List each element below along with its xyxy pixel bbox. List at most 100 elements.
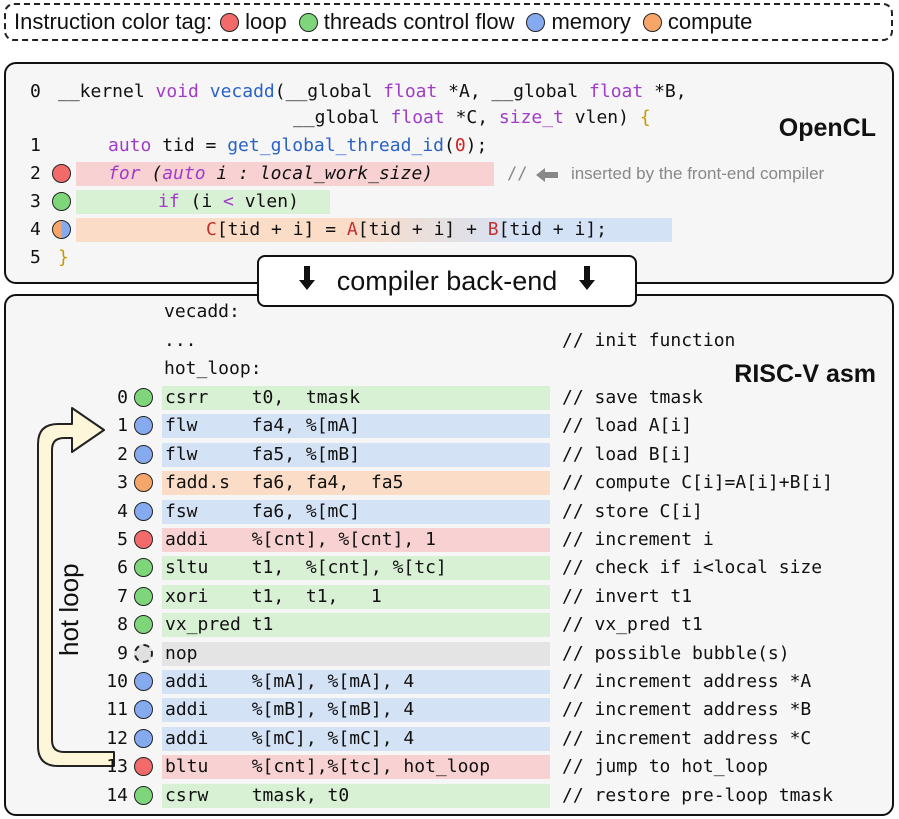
asm-instruction: addi %[mC], %[mC], 4	[162, 726, 550, 751]
blue-tag-dot-icon	[134, 728, 153, 748]
asm-comment: // save tmask	[562, 387, 703, 408]
legend-title: Instruction color tag:	[14, 9, 213, 34]
comment-slashes: //	[507, 164, 528, 184]
line-number: 2	[30, 163, 41, 184]
instruction-index: 0	[117, 387, 128, 408]
code-token: __global	[293, 107, 391, 128]
code-token: for	[108, 163, 141, 184]
instruction-index: 10	[106, 671, 128, 692]
asm-comment: // jump to hot_loop	[562, 756, 768, 778]
line-number: 1	[30, 135, 41, 156]
asm-instruction: csrw tmask, t0	[162, 783, 550, 808]
asm-comment: // restore pre-loop tmask	[562, 784, 833, 806]
frontend-note: // inserted by the front-end compiler	[507, 162, 824, 186]
asm-instruction: csrr t0, tmask	[162, 386, 550, 410]
asm-row: 12 addi %[mC], %[mC], 4 // increment addre…	[6, 725, 886, 753]
blue-tag-dot-icon	[134, 672, 153, 691]
instruction-index: 8	[117, 614, 128, 636]
compiler-backend-banner: compiler back-end	[257, 255, 637, 307]
code-token: [tid + i] =	[216, 219, 347, 240]
code-line-1: auto tid = get_global_thread_id(0);	[108, 134, 487, 158]
code-token: vlen)	[563, 107, 640, 128]
code-token: *B,	[643, 81, 687, 102]
compute-memory-dot-icon	[52, 220, 71, 239]
code-token: auto	[108, 135, 152, 156]
gray-tag-dot-icon	[134, 643, 153, 663]
legend-label: threads control flow	[323, 9, 515, 34]
code-line-3: if (i < vlen)	[76, 190, 330, 214]
code-token: float	[589, 81, 644, 102]
asm-instruction: fadd.s fa6, fa4, fa5	[162, 471, 550, 496]
asm-comment: // vx_pred t1	[562, 614, 703, 636]
code-line-0-cont: __global float *C, size_t vlen) {	[293, 106, 651, 130]
green-tag-dot-icon	[134, 388, 153, 407]
code-token: *A, __global	[437, 81, 590, 102]
code-token: get_global_thread_id	[227, 135, 444, 156]
arrow-down-icon	[579, 265, 596, 297]
instruction-index: 11	[106, 699, 128, 721]
asm-instruction: xori t1, t1, 1	[162, 584, 550, 609]
loop-dot-icon	[52, 164, 71, 183]
blue-tag-dot-icon	[134, 700, 153, 720]
blue-tag-dot-icon	[134, 501, 153, 521]
opencl-title: OpenCL	[778, 114, 876, 142]
asm-comment: // store C[i]	[562, 500, 703, 522]
red-dot-icon	[220, 12, 240, 32]
code-token: float	[383, 81, 438, 102]
instruction-index: 12	[106, 727, 128, 749]
asm-header-line: ...	[164, 330, 197, 351]
legend-label: loop	[245, 9, 287, 34]
arrow-down-icon	[298, 265, 315, 297]
code-token: __kernel	[58, 81, 156, 102]
blue-tag-dot-icon	[134, 444, 153, 464]
asm-comment: // compute C[i]=A[i]+B[i]	[562, 472, 833, 494]
code-line-5: }	[58, 247, 69, 268]
asm-header-line: hot_loop:	[164, 358, 262, 379]
code-token: auto	[162, 163, 206, 184]
asm-comment: // load A[i]	[562, 415, 693, 437]
orange-dot-icon	[642, 12, 662, 32]
instruction-index: 2	[117, 443, 128, 465]
asm-comment: // check if i<local size	[562, 557, 823, 579]
code-token: {	[639, 107, 651, 128]
riscv-asm-panel: RISC-V asm hot loop vecadd:...// init fu…	[4, 294, 894, 816]
code-token: );	[465, 135, 488, 156]
code-token: float	[390, 107, 445, 128]
green-tag-dot-icon	[134, 586, 153, 606]
green-dot-icon	[298, 12, 318, 32]
code-token: <	[223, 191, 234, 212]
line-number: 0	[30, 81, 41, 102]
asm-instruction: addi %[mA], %[mA], 4	[162, 670, 550, 694]
asm-instruction: flw fa5, %[mB]	[162, 442, 550, 467]
code-token: vlen)	[233, 191, 299, 212]
asm-instruction: addi %[cnt], %[cnt], 1	[162, 528, 550, 552]
code-token: vecadd	[209, 81, 275, 102]
legend-label: compute	[667, 9, 753, 34]
asm-comment: // increment address *C	[562, 727, 812, 749]
line-number: 3	[30, 191, 41, 212]
instruction-index: 3	[117, 472, 128, 494]
hot-loop-arrow-icon	[37, 407, 115, 767]
code-token: (	[140, 163, 163, 184]
code-token: [tid + i] +	[357, 219, 488, 240]
blue-tag-dot-icon	[134, 416, 153, 436]
asm-comment: // increment address *A	[562, 671, 812, 692]
green-tag-dot-icon	[134, 558, 153, 578]
orange-tag-dot-icon	[134, 473, 153, 493]
code-token: size_t	[498, 107, 564, 128]
color-legend: Instruction color tag: loop threads cont…	[4, 3, 893, 41]
threads-control-dot-icon	[52, 192, 71, 211]
code-token: A	[346, 219, 358, 240]
instruction-index: 6	[117, 557, 128, 579]
instruction-index: 7	[117, 585, 128, 607]
code-token: (i	[179, 191, 224, 212]
instruction-index: 4	[117, 500, 128, 522]
red-tag-dot-icon	[134, 757, 153, 777]
